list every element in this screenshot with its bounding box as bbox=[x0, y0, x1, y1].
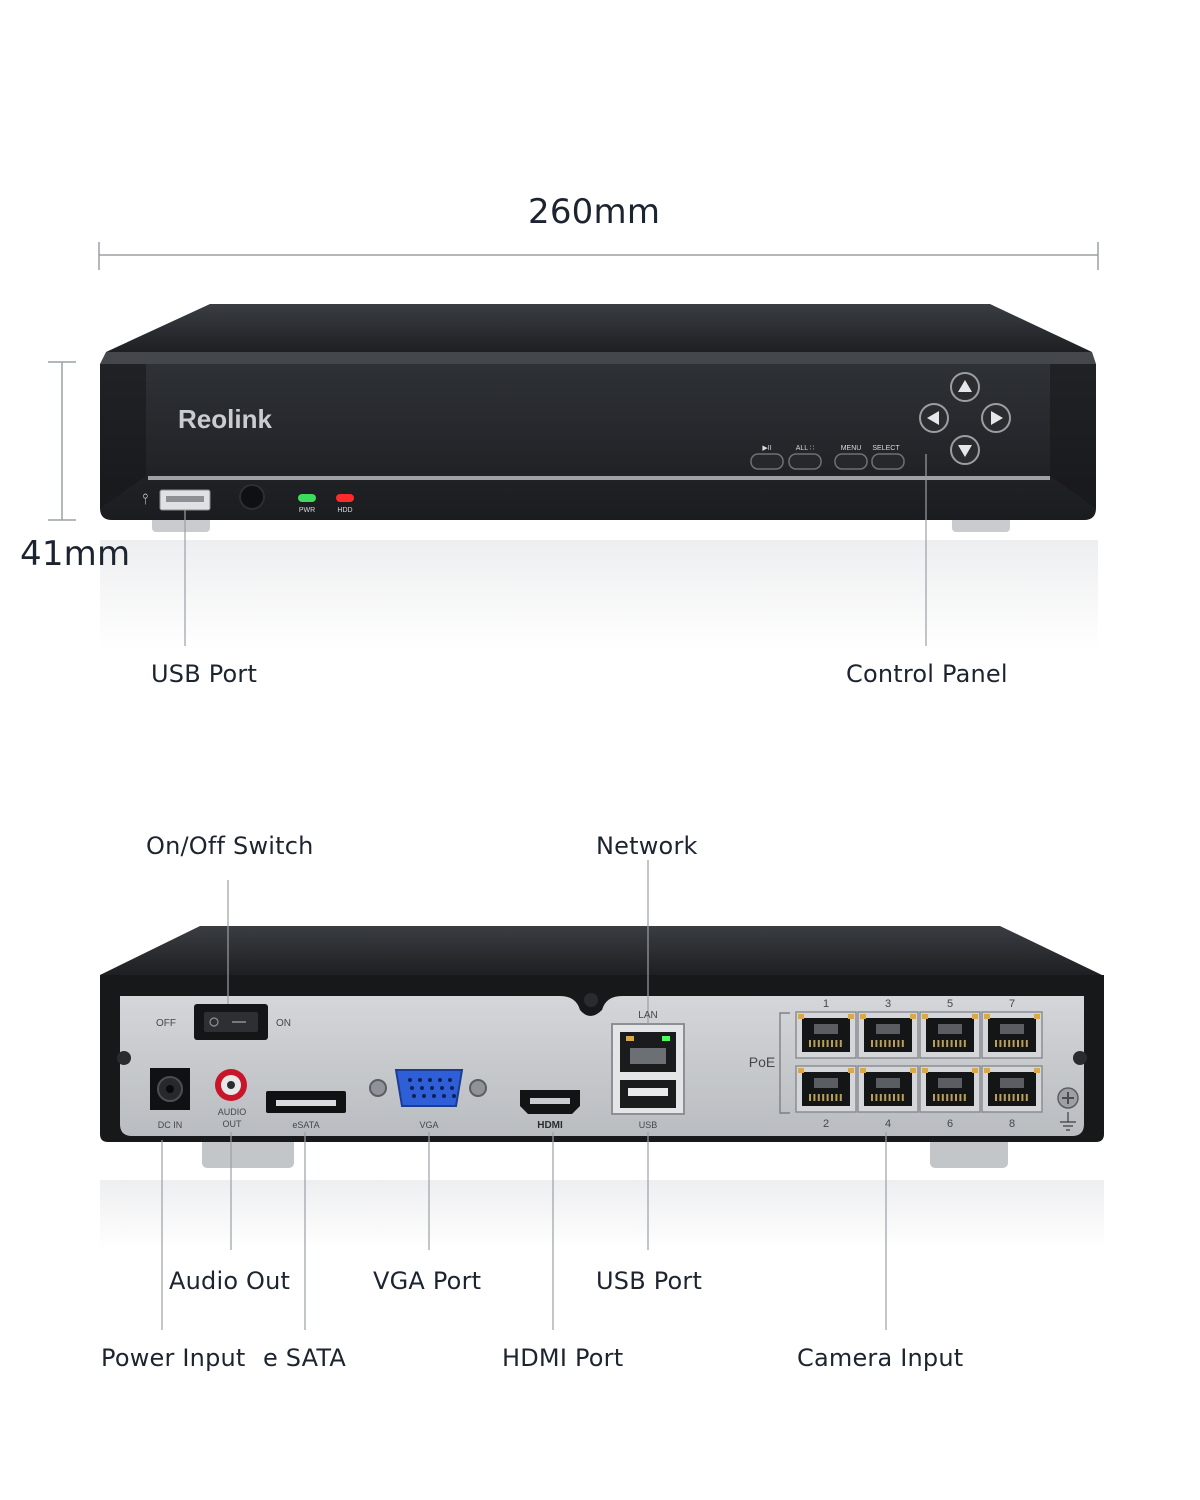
audio-label-2: OUT bbox=[223, 1119, 243, 1129]
control-panel-callout: Control Panel bbox=[846, 660, 1008, 688]
hdmi-label: HDMI bbox=[537, 1120, 563, 1131]
poe-label: PoE bbox=[749, 1054, 775, 1070]
esata-label: eSATA bbox=[292, 1120, 319, 1130]
power-input-callout: Power Input bbox=[101, 1344, 246, 1372]
audio-out-callout: Audio Out bbox=[169, 1267, 291, 1295]
menu-button[interactable] bbox=[834, 453, 868, 470]
usb-port-callout: USB Port bbox=[151, 660, 258, 688]
camera-input-callout: Camera Input bbox=[797, 1344, 964, 1372]
poe-port-7 bbox=[981, 1011, 1043, 1059]
poe-port-3 bbox=[857, 1011, 919, 1059]
play-pause-button[interactable] bbox=[750, 453, 784, 470]
poe-port-5 bbox=[919, 1011, 981, 1059]
select-label: SELECT bbox=[872, 445, 900, 452]
vga-label: VGA bbox=[419, 1120, 438, 1130]
vga-port-callout: VGA Port bbox=[373, 1267, 482, 1295]
switch-on-label: ON bbox=[276, 1018, 291, 1029]
usb-rear-label: USB bbox=[639, 1120, 658, 1130]
direction-pad[interactable] bbox=[919, 372, 1011, 465]
audio-label-1: AUDIO bbox=[218, 1107, 247, 1117]
pwr-led-label: PWR bbox=[299, 507, 315, 514]
poe-number-8: 8 bbox=[1009, 1118, 1015, 1130]
poe-number-7: 7 bbox=[1009, 998, 1015, 1010]
esata-callout: e SATA bbox=[263, 1344, 347, 1372]
network-callout: Network bbox=[596, 832, 698, 860]
poe-port-6 bbox=[919, 1065, 981, 1113]
lan-label: LAN bbox=[638, 1010, 657, 1021]
usb-icon: ⫯ bbox=[142, 491, 149, 508]
rear-usb-port-callout: USB Port bbox=[596, 1267, 703, 1295]
poe-port-4 bbox=[857, 1065, 919, 1113]
dc-in-label: DC IN bbox=[158, 1120, 183, 1130]
all-button[interactable] bbox=[788, 453, 822, 470]
on-off-switch-callout: On/Off Switch bbox=[146, 832, 314, 860]
menu-label: MENU bbox=[841, 445, 862, 452]
poe-port-1 bbox=[795, 1011, 857, 1059]
hdd-led-label: HDD bbox=[337, 507, 352, 514]
poe-number-1: 1 bbox=[823, 998, 829, 1010]
poe-number-4: 4 bbox=[885, 1118, 891, 1130]
play-pause-label: ▶II bbox=[762, 445, 771, 452]
hdd-led bbox=[336, 494, 354, 502]
poe-number-6: 6 bbox=[947, 1118, 953, 1130]
all-label: ALL ∷ bbox=[796, 445, 815, 452]
poe-number-5: 5 bbox=[947, 998, 953, 1010]
poe-port-grid bbox=[795, 1011, 1043, 1113]
poe-port-8 bbox=[981, 1065, 1043, 1113]
poe-number-2: 2 bbox=[823, 1118, 829, 1130]
nvr-front-view bbox=[100, 304, 1098, 650]
brand-logo: Reolink bbox=[178, 404, 272, 434]
power-led bbox=[298, 494, 316, 502]
width-label: 260mm bbox=[528, 192, 661, 232]
height-label: 41mm bbox=[20, 534, 131, 574]
width-dimension-line bbox=[98, 242, 1099, 270]
poe-port-2 bbox=[795, 1065, 857, 1113]
height-dimension-line bbox=[48, 361, 76, 521]
ground-icon bbox=[1060, 1112, 1076, 1131]
poe-number-3: 3 bbox=[885, 998, 891, 1010]
ir-receiver bbox=[239, 484, 265, 510]
select-button[interactable] bbox=[871, 453, 905, 470]
switch-off-label: OFF bbox=[156, 1018, 176, 1029]
hdmi-port-callout: HDMI Port bbox=[502, 1344, 624, 1372]
